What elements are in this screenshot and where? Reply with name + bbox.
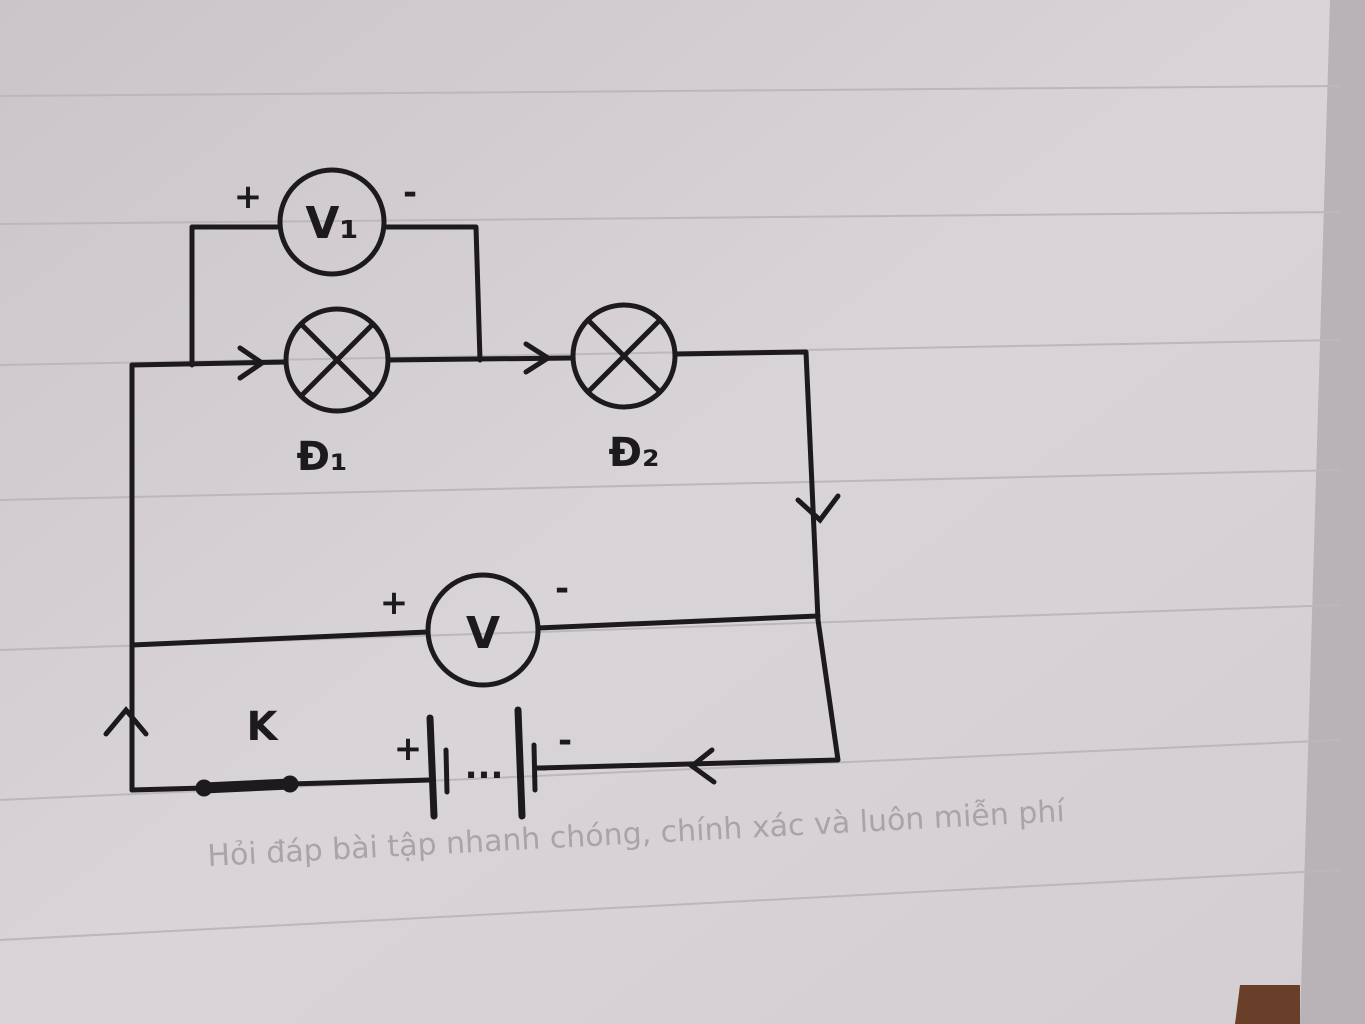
lamp-1 bbox=[283, 306, 391, 414]
voltmeter-main-label: V bbox=[466, 608, 500, 659]
arrow-right-icon bbox=[237, 345, 267, 381]
arrow-up-icon bbox=[103, 706, 149, 737]
battery-dots: ... bbox=[465, 747, 504, 787]
battery-minus: - bbox=[558, 721, 572, 761]
arrow-left-icon bbox=[687, 747, 717, 785]
switch-k-label: K bbox=[247, 704, 280, 750]
table-corner bbox=[1235, 985, 1300, 1024]
lamp-2 bbox=[570, 302, 678, 410]
battery-plus: + bbox=[394, 729, 423, 769]
lamp-1-label: Đ₁ bbox=[296, 434, 347, 480]
voltmeter-main: V + - bbox=[380, 569, 569, 688]
page-edge bbox=[1300, 0, 1365, 1024]
voltmeter-main-plus: + bbox=[380, 583, 409, 623]
voltmeter-v1: V₁ + - bbox=[234, 167, 417, 277]
voltmeter-v1-plus: + bbox=[234, 177, 263, 217]
current-arrows bbox=[103, 341, 841, 785]
arrow-down-icon bbox=[795, 493, 841, 524]
battery bbox=[426, 706, 548, 820]
lamp-2-label: Đ₂ bbox=[608, 430, 659, 476]
voltmeter-main-minus: - bbox=[555, 569, 569, 609]
voltmeter-v1-label: V₁ bbox=[305, 198, 358, 249]
voltmeter-v1-minus: - bbox=[403, 173, 417, 213]
arrow-right-icon bbox=[523, 341, 553, 375]
